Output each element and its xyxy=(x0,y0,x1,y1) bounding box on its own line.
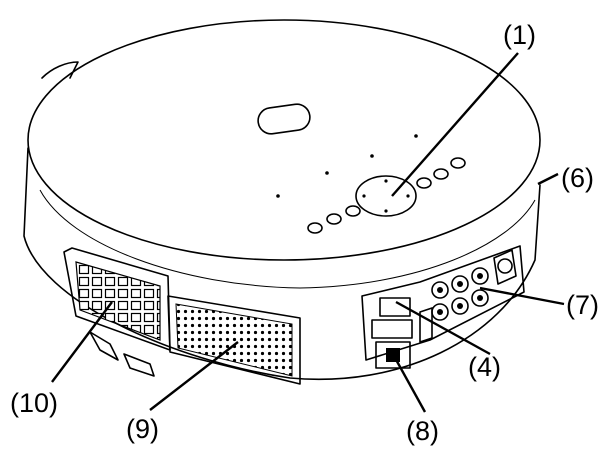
card-slot xyxy=(379,297,411,317)
callout-10: (10) xyxy=(10,388,58,418)
callout-8: (8) xyxy=(406,416,439,446)
top-window xyxy=(257,103,311,135)
projector-body xyxy=(23,19,541,381)
callout-1: (1) xyxy=(503,20,536,50)
callout-6: (6) xyxy=(561,163,594,193)
left-vent xyxy=(63,247,171,351)
button xyxy=(307,222,323,234)
leader-lines xyxy=(51,52,565,413)
button xyxy=(326,213,342,225)
speaker-grille xyxy=(167,295,301,385)
callout-7: (7) xyxy=(566,290,599,320)
power-socket xyxy=(375,341,411,369)
control-pad xyxy=(355,175,417,217)
callout-4: (4) xyxy=(468,352,501,382)
button xyxy=(345,205,361,217)
callout-labels: (1) (6) (7) (4) (8) (9) (10) xyxy=(10,20,599,446)
button xyxy=(450,157,466,169)
callout-9: (9) xyxy=(126,414,159,444)
top-panel xyxy=(257,103,466,234)
button xyxy=(416,177,432,189)
button xyxy=(433,168,449,180)
front-feet xyxy=(89,331,155,377)
connector-panel xyxy=(361,245,525,369)
